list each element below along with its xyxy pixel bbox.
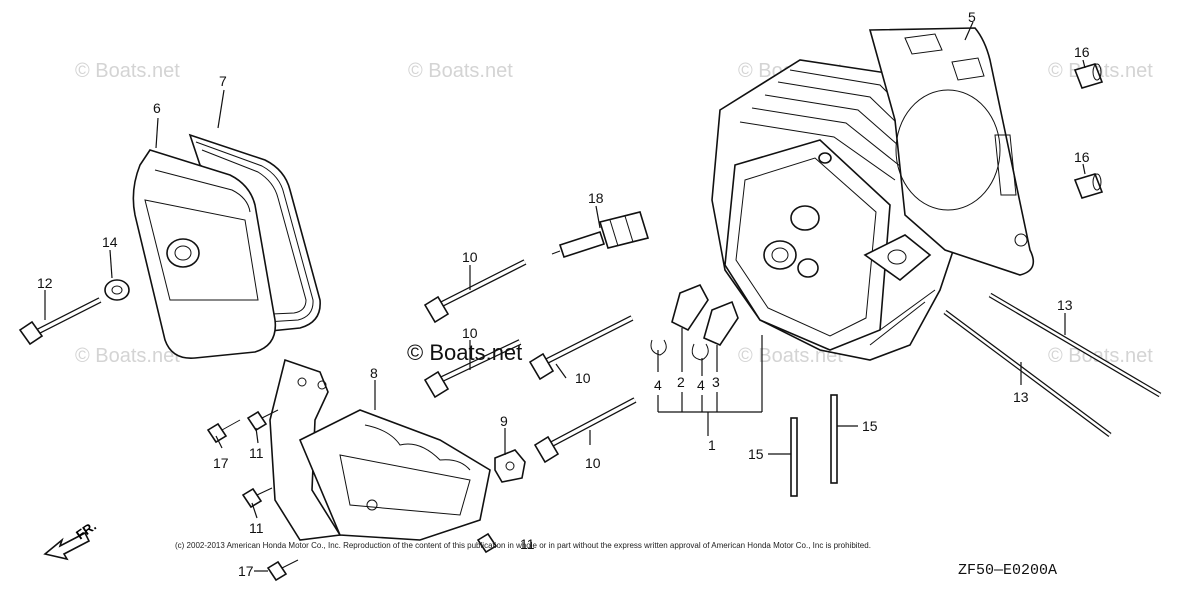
- stud-bolts-15: [790, 394, 838, 497]
- bolt-10-upper: [423, 259, 527, 324]
- callout-13: 13: [1013, 389, 1029, 405]
- head-cover: [132, 149, 277, 359]
- callout-10: 10: [462, 249, 478, 265]
- callout-16: 16: [1074, 149, 1090, 165]
- callout-2: 2: [677, 374, 685, 390]
- callout-8: 8: [370, 365, 378, 381]
- callout-11: 11: [249, 520, 264, 536]
- dowel-pins: [1073, 63, 1104, 199]
- callout-15: 15: [862, 418, 878, 434]
- callout-17: 17: [238, 563, 254, 579]
- watermark: © Boats.net: [738, 345, 843, 367]
- callout-12: 12: [37, 275, 53, 291]
- callout-10: 10: [585, 455, 601, 471]
- watermark: © Boats.net: [75, 60, 180, 82]
- bolt-10-lower: [533, 397, 637, 464]
- stud-bolts-13: [943, 292, 1162, 438]
- callout-18: 18: [588, 190, 604, 206]
- watermark: © Boats.net: [75, 345, 180, 367]
- callout-15: 15: [748, 446, 764, 462]
- callout-7: 7: [219, 73, 227, 89]
- copyright-notice: (c) 2002-2013 American Honda Motor Co., …: [175, 541, 871, 550]
- callout-16: 16: [1074, 44, 1090, 60]
- grommet: [104, 279, 130, 301]
- callout-10: 10: [575, 370, 591, 386]
- callout-11: 11: [520, 536, 535, 552]
- leader-lines: [44, 21, 1086, 572]
- callout-11: 11: [249, 445, 264, 461]
- callout-4: 4: [654, 377, 662, 393]
- bolt-12: [18, 297, 102, 346]
- callout-17: 17: [213, 455, 229, 471]
- callout-10: 10: [462, 325, 478, 341]
- small-bolts: [206, 409, 498, 582]
- front-arrow-icon: [43, 531, 91, 561]
- callout-1: 1: [708, 437, 716, 453]
- valve-guides: [650, 283, 739, 361]
- callout-13: 13: [1057, 297, 1073, 313]
- head-gasket: [868, 27, 1035, 276]
- callout-labels: 1 2 3 4 4 5 6 7 8 9 10 10 10 10 11 11 11…: [37, 9, 1090, 579]
- center-watermark: © Boats.net: [407, 340, 522, 365]
- callout-6: 6: [153, 100, 161, 116]
- small-bracket: [494, 449, 526, 483]
- bolt-10-middle: [423, 339, 522, 399]
- spark-plug: [551, 211, 650, 259]
- callout-9: 9: [500, 413, 508, 429]
- bracket: [269, 358, 491, 541]
- watermark: © Boats.net: [1048, 345, 1153, 367]
- callout-5: 5: [968, 9, 976, 25]
- callout-14: 14: [102, 234, 118, 250]
- diagram-code: ZF50—E0200A: [958, 562, 1057, 579]
- watermark: © Boats.net: [408, 60, 513, 82]
- callout-4: 4: [697, 377, 705, 393]
- callout-3: 3: [712, 374, 720, 390]
- front-indicator: FR.: [43, 518, 99, 561]
- bolt-10-right: [528, 315, 634, 381]
